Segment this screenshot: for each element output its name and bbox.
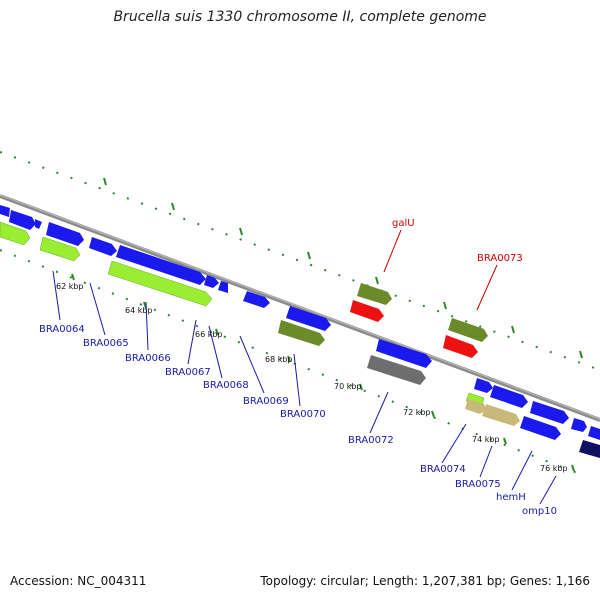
gene-feature[interactable] [376, 339, 432, 368]
map-title: Brucella suis 1330 chromosome II, comple… [113, 9, 487, 25]
rna-features [278, 283, 488, 385]
outer-ruler [0, 151, 600, 371]
gene-feature[interactable] [204, 275, 219, 288]
gene-feature[interactable] [0, 205, 10, 217]
gene-label-galU[interactable]: galU [392, 218, 415, 229]
gene-label[interactable]: BRA0072 [348, 435, 394, 446]
outer-ruler-major-ticks [103, 177, 583, 359]
red-label-connectors [383, 229, 498, 311]
gene-label[interactable]: BRA0067 [165, 367, 211, 378]
cds-feature[interactable] [0, 221, 31, 246]
gene-feature[interactable] [243, 291, 270, 308]
gene-label[interactable]: BRA0064 [39, 324, 85, 335]
gene-label[interactable]: hemH [496, 492, 526, 503]
gene-feature[interactable] [490, 385, 528, 408]
cds-feature[interactable] [39, 236, 81, 262]
gray-feature[interactable] [367, 355, 426, 385]
gene-label[interactable]: BRA0070 [280, 409, 326, 420]
olive-feature[interactable] [448, 318, 488, 342]
gene-feature[interactable] [218, 281, 228, 293]
gene-feature[interactable] [474, 378, 493, 393]
genome-stats-text: Topology: circular; Length: 1,207,381 bp… [260, 574, 590, 588]
scale-label: 62 kbp [56, 282, 84, 291]
olive-feature[interactable] [357, 283, 392, 305]
gene-label[interactable]: omp10 [522, 506, 557, 517]
scale-labels: 62 kbp 64 kbp 66 kbp 68 kbp 70 kbp 72 kb… [56, 282, 568, 473]
cds-feature[interactable] [520, 416, 561, 440]
gene-label[interactable]: BRA0068 [203, 380, 249, 391]
scale-label: 72 kbp [403, 408, 431, 417]
olive-feature[interactable] [278, 320, 325, 346]
scale-label: 68 kbp [265, 355, 293, 364]
gene-label[interactable]: BRA0075 [455, 479, 501, 490]
cds-features [0, 221, 600, 458]
gene-feature[interactable] [530, 401, 569, 424]
label-connectors [52, 270, 557, 505]
red-feature[interactable] [350, 300, 384, 322]
red-feature[interactable] [443, 335, 478, 358]
scale-label: 66 kbp [195, 330, 223, 339]
chromosome-backbone [0, 194, 600, 422]
gene-label[interactable]: BRA0069 [243, 396, 289, 407]
gene-feature[interactable] [116, 245, 206, 285]
gene-labels: BRA0064 BRA0065 BRA0066 BRA0067 BRA0068 … [39, 218, 557, 517]
gene-feature[interactable] [286, 306, 331, 331]
scale-label: 74 kbp [472, 435, 500, 444]
cds-feature[interactable] [465, 399, 486, 414]
gene-feature[interactable] [571, 418, 587, 432]
inner-ruler-major-ticks [71, 273, 575, 472]
gene-feature[interactable] [35, 219, 42, 229]
scale-label: 64 kbp [125, 306, 153, 315]
cds-feature[interactable] [579, 440, 600, 458]
accession-text: Accession: NC_004311 [10, 574, 147, 588]
gene-label[interactable]: BRA0074 [420, 464, 466, 475]
gene-label-BRA0073[interactable]: BRA0073 [477, 253, 523, 264]
gene-feature[interactable] [588, 426, 600, 440]
scale-label: 70 kbp [334, 382, 362, 391]
cds-feature[interactable] [107, 260, 213, 307]
cds-feature[interactable] [482, 404, 520, 426]
gene-label[interactable]: BRA0066 [125, 353, 171, 364]
scale-label: 76 kbp [540, 464, 568, 473]
gene-feature[interactable] [46, 222, 84, 246]
gene-label[interactable]: BRA0065 [83, 338, 129, 349]
gene-feature[interactable] [89, 237, 117, 256]
forward-strand-features [0, 205, 600, 440]
gene-feature[interactable] [9, 210, 36, 230]
